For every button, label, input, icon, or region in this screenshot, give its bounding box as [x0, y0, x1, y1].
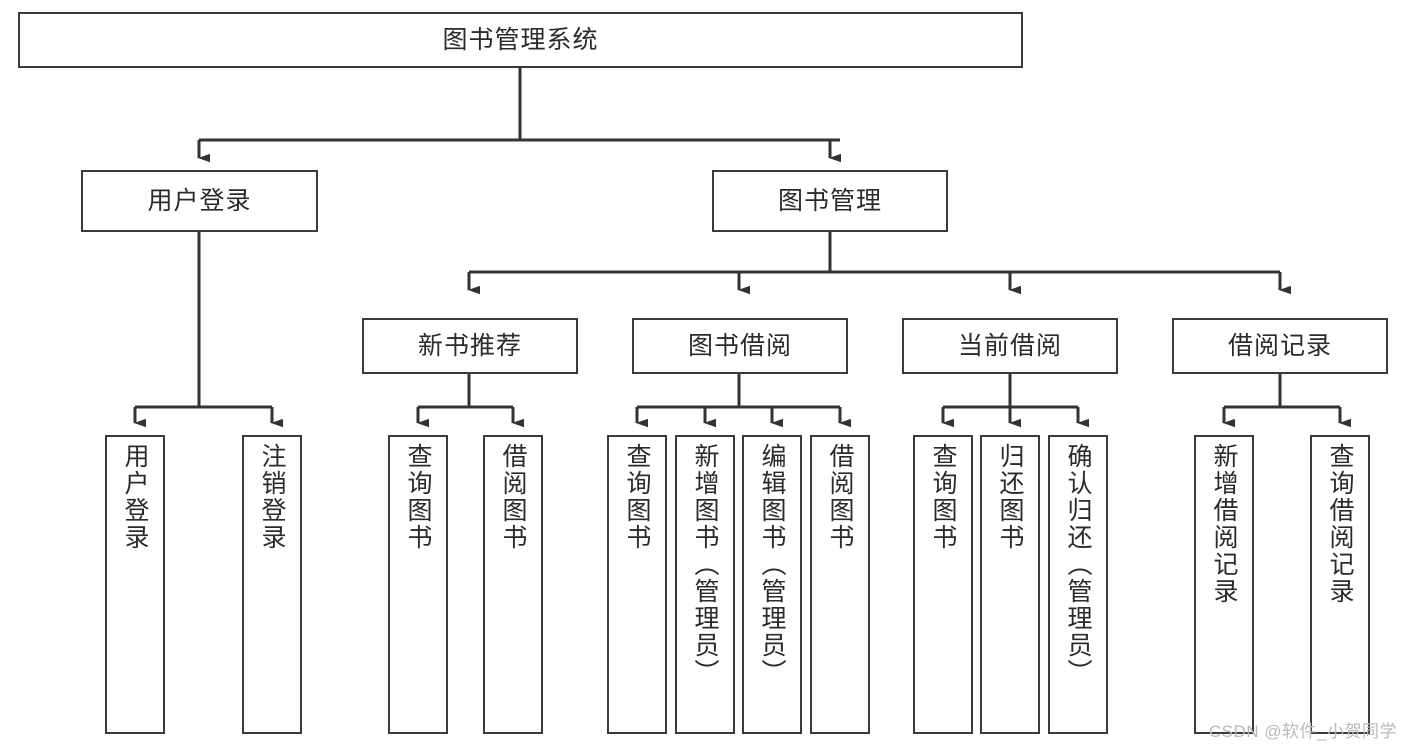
node-label: 用户登录: [121, 443, 149, 551]
node-label: 编辑图书（管理员）: [758, 443, 786, 686]
node-label: 用户登录: [147, 186, 252, 215]
node-label: 确认归还（管理员）: [1064, 443, 1092, 686]
leaf-borrow-edit-book-admin[interactable]: 编辑图书（管理员）: [742, 435, 802, 734]
node-current-borrow[interactable]: 当前借阅: [902, 318, 1118, 374]
csdn-watermark: CSDN @软件_小贺同学: [1208, 722, 1397, 741]
leaf-borrow-query-book[interactable]: 查询图书: [607, 435, 667, 734]
node-label: 查询图书: [623, 443, 651, 551]
node-label: 查询图书: [404, 443, 432, 551]
node-label: 当前借阅: [957, 331, 1062, 360]
node-label: 查询借阅记录: [1326, 443, 1354, 605]
node-book-management[interactable]: 图书管理: [712, 170, 948, 232]
leaf-logout[interactable]: 注销登录: [242, 435, 302, 734]
leaf-borrow-borrow-book[interactable]: 借阅图书: [810, 435, 870, 734]
node-label: 图书管理系统: [442, 25, 599, 54]
node-label: 图书借阅: [687, 331, 792, 360]
node-borrow-record[interactable]: 借阅记录: [1172, 318, 1388, 374]
node-label: 借阅图书: [499, 443, 527, 551]
node-label: 归还图书: [996, 443, 1024, 551]
leaf-record-add-borrow-record[interactable]: 新增借阅记录: [1194, 435, 1254, 734]
node-root-system[interactable]: 图书管理系统: [18, 12, 1023, 68]
node-label: 新增借阅记录: [1210, 443, 1238, 605]
node-label: 借阅图书: [826, 443, 854, 551]
node-label: 查询图书: [929, 443, 957, 551]
node-user-login[interactable]: 用户登录: [81, 170, 318, 232]
node-label: 借阅记录: [1227, 331, 1332, 360]
leaf-user-login[interactable]: 用户登录: [105, 435, 165, 734]
node-label: 注销登录: [258, 443, 286, 551]
leaf-recommend-query-book[interactable]: 查询图书: [388, 435, 448, 734]
leaf-current-confirm-return-admin[interactable]: 确认归还（管理员）: [1048, 435, 1108, 734]
node-new-book-recommend[interactable]: 新书推荐: [362, 318, 578, 374]
node-label: 新书推荐: [417, 331, 522, 360]
leaf-current-return-book[interactable]: 归还图书: [980, 435, 1040, 734]
leaf-recommend-borrow-book[interactable]: 借阅图书: [483, 435, 543, 734]
leaf-current-query-book[interactable]: 查询图书: [913, 435, 973, 734]
leaf-borrow-add-book-admin[interactable]: 新增图书（管理员）: [675, 435, 735, 734]
node-book-borrow[interactable]: 图书借阅: [632, 318, 848, 374]
node-label: 图书管理: [777, 186, 882, 215]
node-label: 新增图书（管理员）: [691, 443, 719, 686]
leaf-record-query-borrow-record[interactable]: 查询借阅记录: [1310, 435, 1370, 734]
